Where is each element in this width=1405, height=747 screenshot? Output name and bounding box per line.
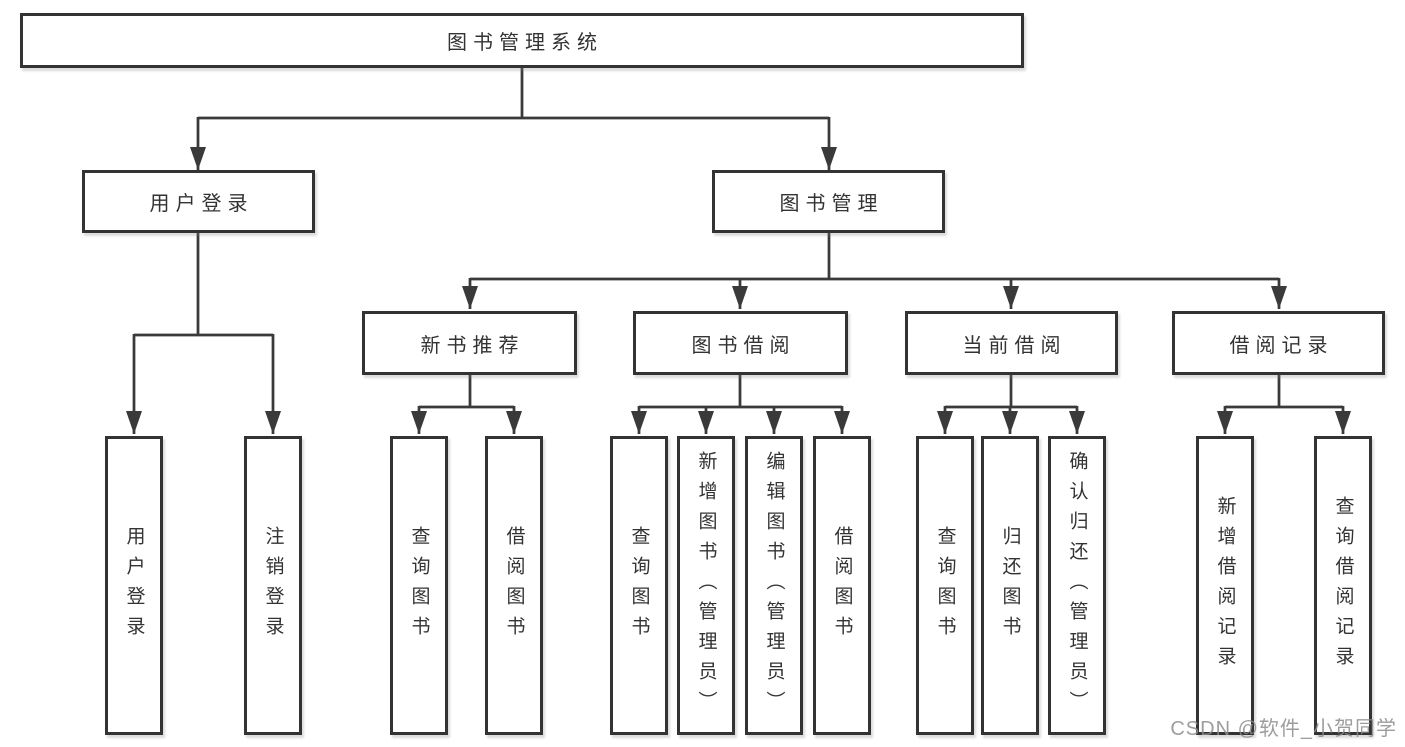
node-book-management-label: 图书管理 xyxy=(779,193,884,215)
leaf-bb-query-book: 查询图书 xyxy=(610,436,668,735)
node-library-system-label: 图书管理系统 xyxy=(447,32,603,54)
node-user-login-label: 用户登录 xyxy=(149,193,254,215)
node-borrow-records: 借阅记录 xyxy=(1172,311,1385,375)
node-current-borrow: 当前借阅 xyxy=(905,311,1118,375)
node-new-book-recommend: 新书推荐 xyxy=(362,311,577,375)
leaf-user-login: 用户登录 xyxy=(105,436,163,735)
node-book-management: 图书管理 xyxy=(712,170,945,233)
branch-book-management xyxy=(470,233,1279,281)
leaf-br-query-record-label: 查询借阅记录 xyxy=(1332,495,1354,676)
leaf-cb-return-book-label: 归还图书 xyxy=(999,525,1021,646)
node-library-system: 图书管理系统 xyxy=(20,13,1024,68)
leaf-logout-label: 注销登录 xyxy=(262,525,284,646)
leaf-bb-add-book-admin-label: 新增图书（管理员） xyxy=(695,450,717,721)
leaf-br-query-record: 查询借阅记录 xyxy=(1314,436,1372,735)
leaf-bb-borrow-book: 借阅图书 xyxy=(813,436,871,735)
leaf-cb-confirm-return-admin-label: 确认归还（管理员） xyxy=(1066,450,1088,721)
leaf-bb-add-book-admin: 新增图书（管理员） xyxy=(677,436,735,735)
leaf-nbr-query-book: 查询图书 xyxy=(390,436,448,735)
leaf-nbr-query-book-label: 查询图书 xyxy=(408,525,430,646)
leaf-cb-query-book: 查询图书 xyxy=(916,436,974,735)
leaf-cb-return-book: 归还图书 xyxy=(981,436,1039,735)
leaf-cb-query-book-label: 查询图书 xyxy=(934,525,956,646)
branch-new-book-recommend xyxy=(419,374,514,409)
leaf-br-add-record: 新增借阅记录 xyxy=(1196,436,1254,735)
branch-borrow-records xyxy=(1225,374,1343,409)
leaf-bb-edit-book-admin: 编辑图书（管理员） xyxy=(745,436,803,735)
leaf-user-login-label: 用户登录 xyxy=(123,525,145,646)
branch-book-borrow xyxy=(639,374,842,409)
leaf-cb-confirm-return-admin: 确认归还（管理员） xyxy=(1048,436,1106,735)
leaf-nbr-borrow-book-label: 借阅图书 xyxy=(503,525,525,646)
leaf-br-add-record-label: 新增借阅记录 xyxy=(1214,495,1236,676)
node-borrow-records-label: 借阅记录 xyxy=(1229,334,1334,357)
node-book-borrow: 图书借阅 xyxy=(633,311,848,375)
node-new-book-recommend-label: 新书推荐 xyxy=(420,334,525,357)
leaf-nbr-borrow-book: 借阅图书 xyxy=(485,436,543,735)
leaf-bb-query-book-label: 查询图书 xyxy=(628,525,650,646)
leaf-bb-edit-book-admin-label: 编辑图书（管理员） xyxy=(763,450,785,721)
leaf-logout: 注销登录 xyxy=(244,436,302,735)
node-current-borrow-label: 当前借阅 xyxy=(962,334,1067,357)
node-user-login: 用户登录 xyxy=(82,170,315,233)
branch-root xyxy=(198,68,829,120)
branch-user-login xyxy=(134,233,273,337)
leaf-bb-borrow-book-label: 借阅图书 xyxy=(831,525,853,646)
branch-current-borrow xyxy=(945,374,1077,409)
node-book-borrow-label: 图书借阅 xyxy=(691,334,796,357)
